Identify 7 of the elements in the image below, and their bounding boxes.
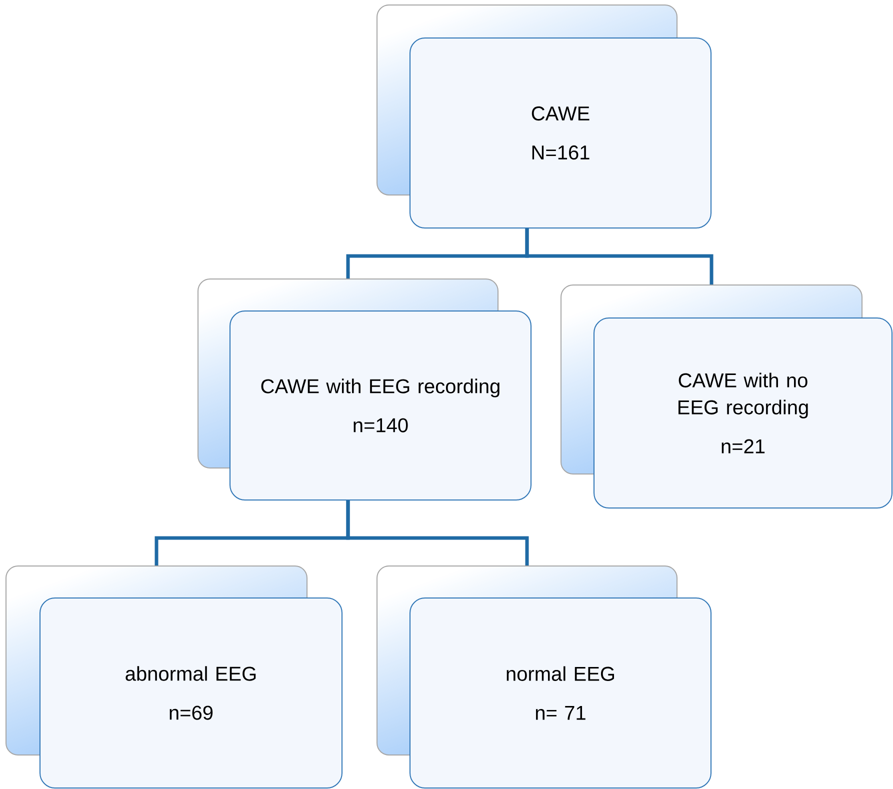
- connector: [525, 228, 714, 284]
- process-box: CAWE N=161: [410, 38, 712, 228]
- process-box: abnormal EEG n=69: [40, 598, 342, 788]
- process-box: normal EEG n= 71: [410, 598, 712, 788]
- connector: [346, 500, 529, 566]
- process-box: CAWE with no EEG recording n=21: [594, 318, 893, 508]
- process-box: CAWE with EEG recording n=140: [230, 310, 532, 500]
